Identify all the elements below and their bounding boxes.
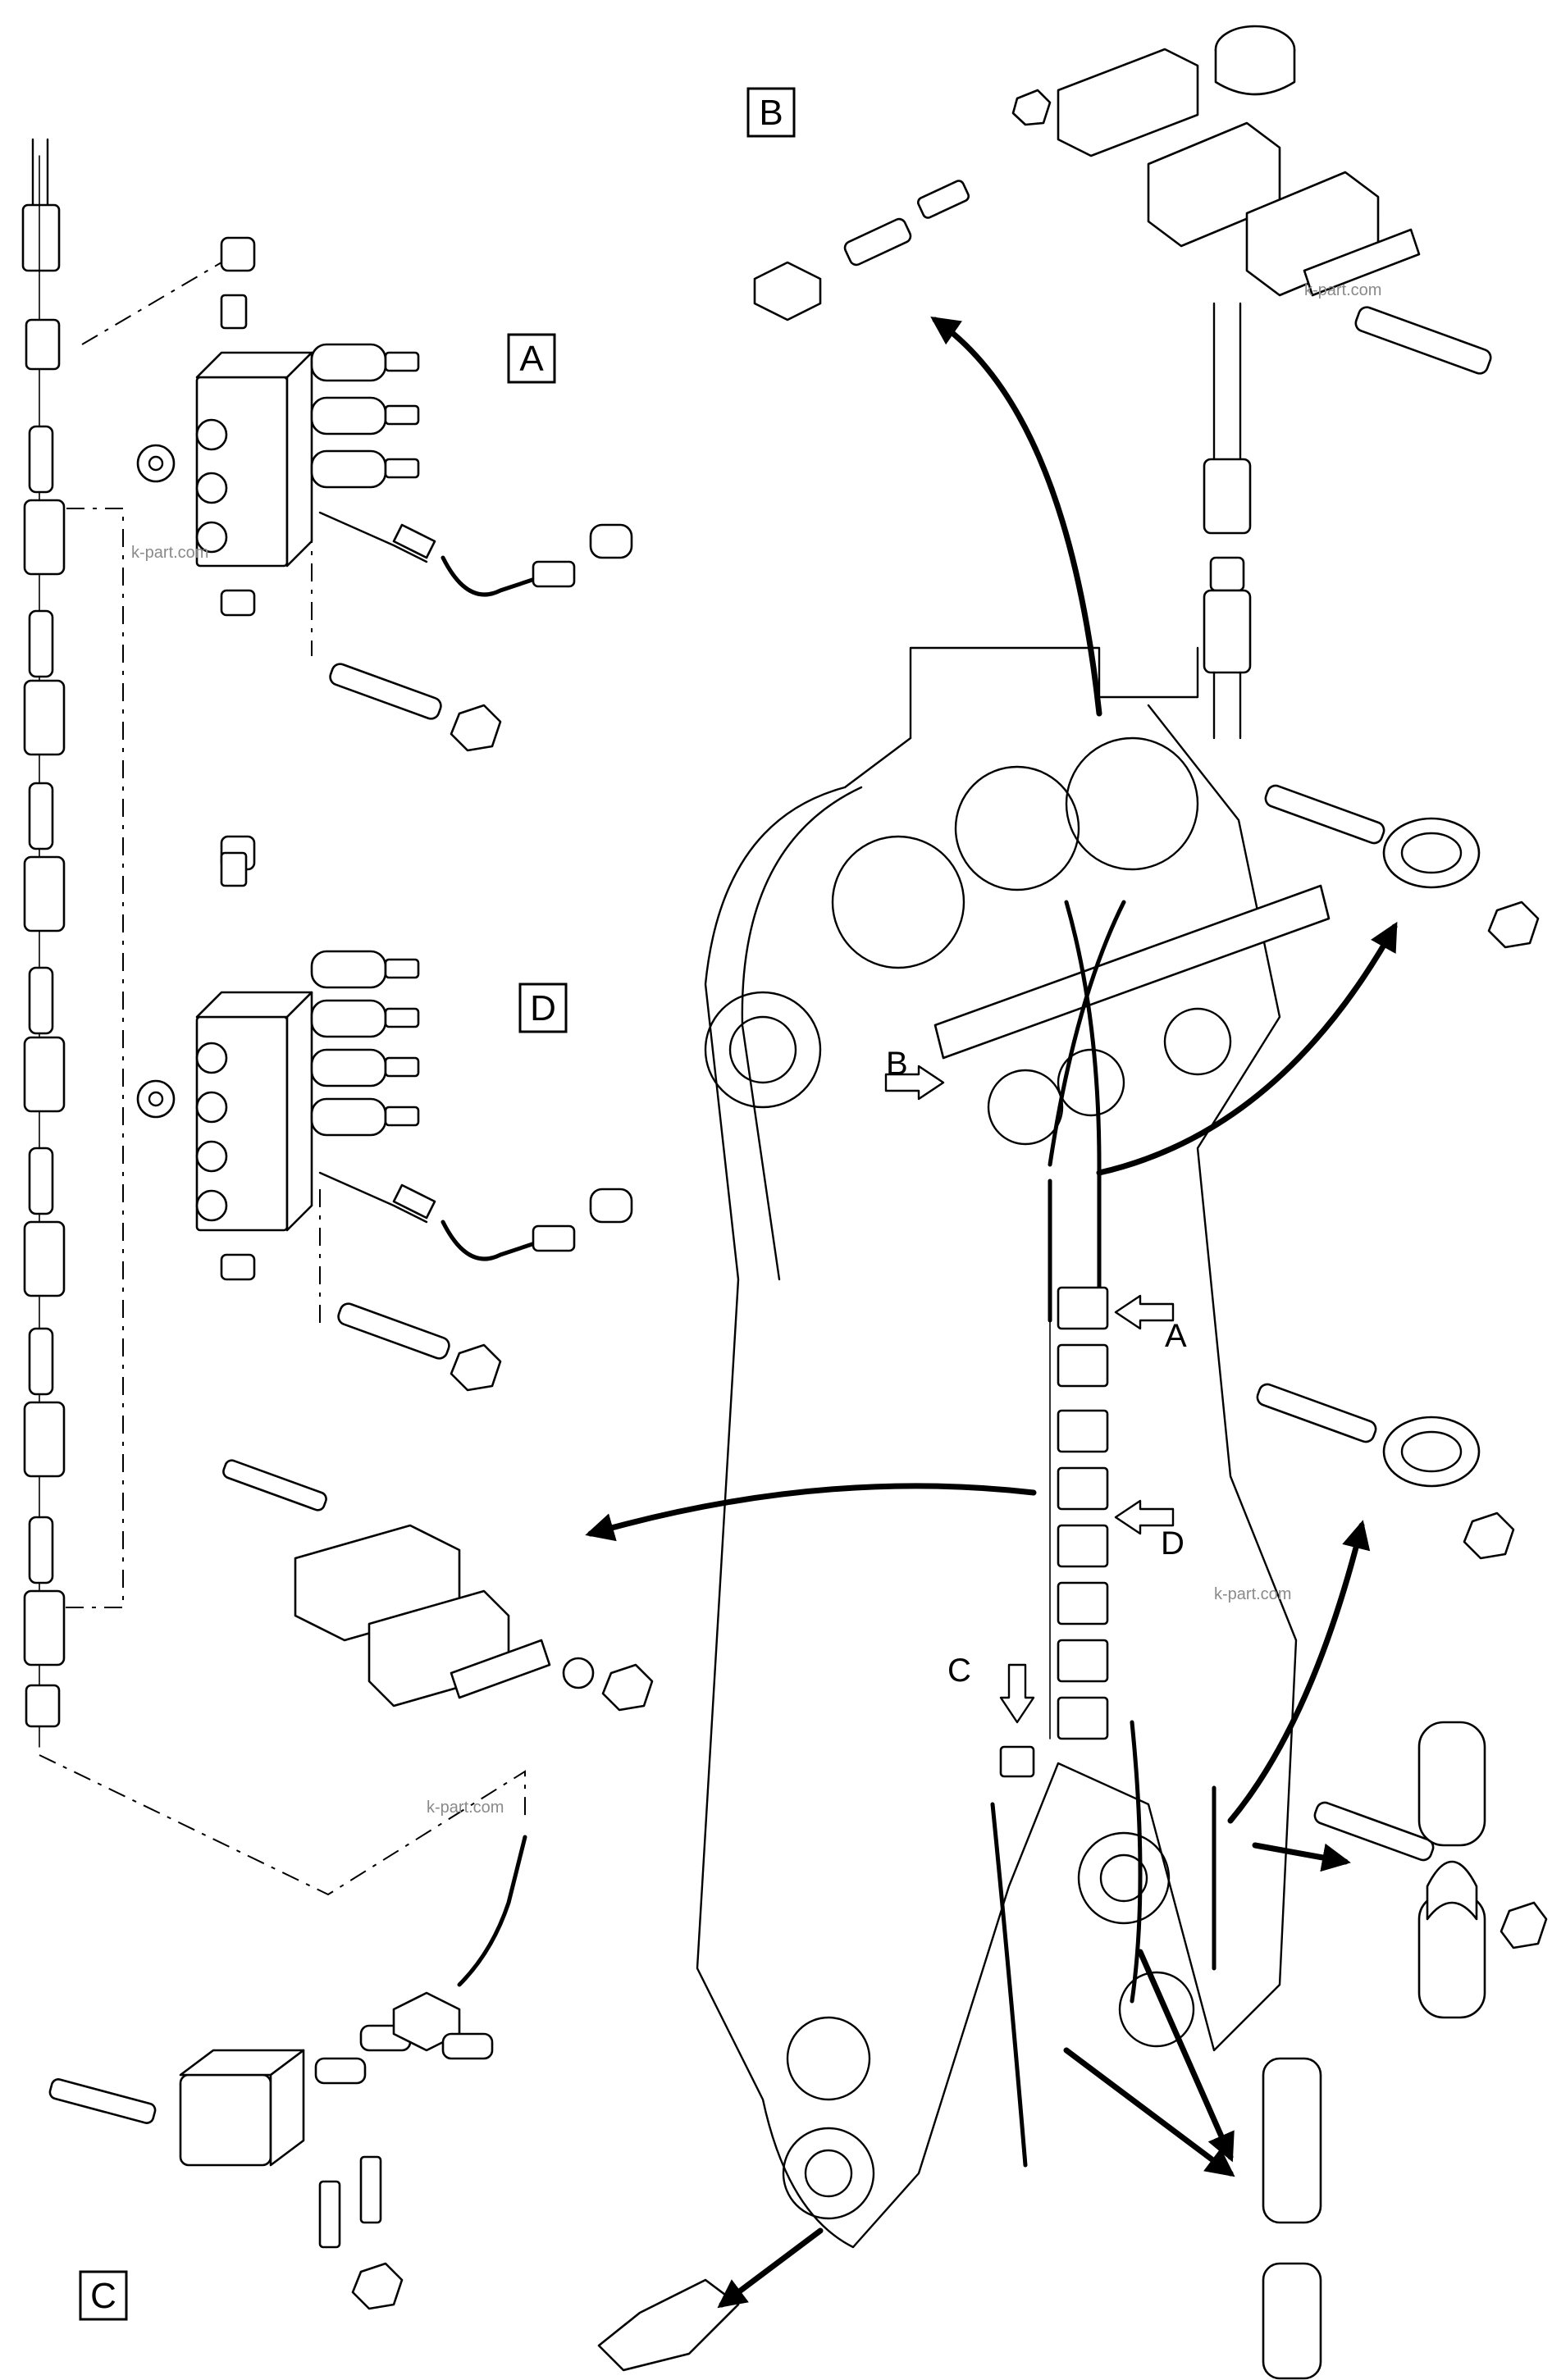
detail-label-d: D xyxy=(518,983,568,1033)
detail-letter-a: A xyxy=(519,339,544,379)
callout-a: A xyxy=(1165,1318,1187,1354)
grease-nipple xyxy=(597,2278,740,2372)
grease-hose-chain xyxy=(21,138,526,1896)
watermark: k-part.com xyxy=(427,1799,504,1817)
detail-letter-b: B xyxy=(759,93,783,133)
watermark: k-part.com xyxy=(1214,1585,1291,1603)
boom-distributor-stack xyxy=(999,1279,1109,1778)
chain-fittings xyxy=(23,318,66,1728)
clamp-right-middle xyxy=(1256,1383,1515,1560)
detail-a-distributor-block xyxy=(81,236,633,752)
hydraulic-hose-right xyxy=(1203,302,1252,740)
clamp-right-lower xyxy=(1313,1721,1548,2019)
clamp-right-upper xyxy=(1264,784,1540,949)
watermark: k-part.com xyxy=(1304,281,1381,299)
detail-label-b: B xyxy=(746,87,796,138)
detail-label-c: C xyxy=(79,2270,128,2321)
watermark: k-part.com xyxy=(131,544,208,562)
callout-arrows xyxy=(585,317,1398,2309)
callout-b: B xyxy=(886,1046,908,1082)
spring-sleeves xyxy=(1262,2057,1322,2380)
detail-label-a: A xyxy=(507,333,556,384)
detail-letter-d: D xyxy=(530,988,556,1028)
detail-letter-c: C xyxy=(90,2276,116,2316)
detail-b-fittings-and-clamp xyxy=(753,25,1492,375)
pipe-clamp-left xyxy=(222,1459,654,1712)
boom-arm xyxy=(696,646,1331,2249)
detail-c-solenoid-assembly xyxy=(48,1835,527,2310)
callout-c: C xyxy=(947,1653,971,1689)
detail-d-distributor-block xyxy=(136,835,633,1392)
callout-d: D xyxy=(1161,1525,1185,1562)
